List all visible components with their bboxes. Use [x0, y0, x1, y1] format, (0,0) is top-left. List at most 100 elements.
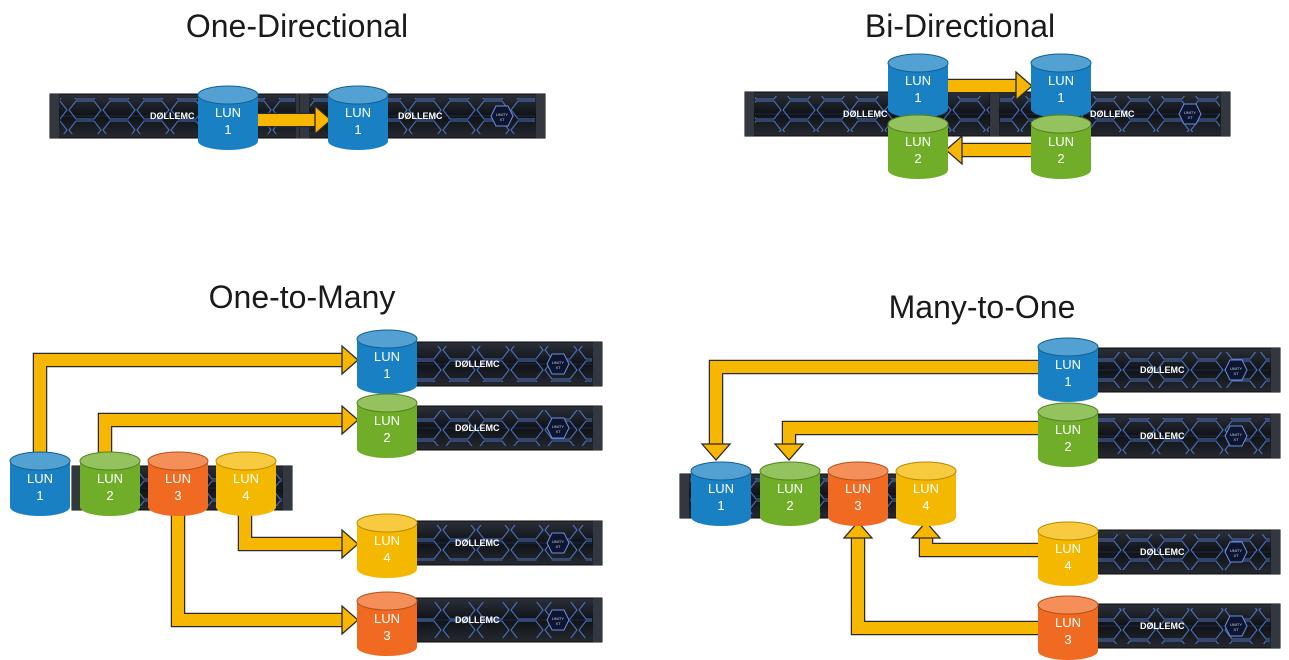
lun-otm-source-4: LUN 4 — [215, 451, 277, 516]
dell-emc-logo: DØLLEMC — [1140, 621, 1185, 631]
lun-mto-target-4: LUN 4 — [895, 461, 957, 526]
svg-text:XT: XT — [1233, 437, 1239, 442]
lun-label: LUN — [913, 481, 939, 496]
arrow-otm-lun1 — [32, 344, 359, 458]
svg-text:XT: XT — [1233, 553, 1239, 558]
lun-number: 1 — [383, 366, 390, 381]
dell-emc-logo: DØLLEMC — [843, 109, 888, 119]
lun-label: LUN — [374, 611, 400, 626]
svg-text:XT: XT — [555, 429, 561, 434]
lun-otm-target-4: LUN 4 — [356, 513, 418, 578]
lun-number: 1 — [717, 498, 724, 513]
lun-cylinders-group: LUN1LUN1LUN1LUN2LUN1LUN2LUN1LUN2LUN3LUN4… — [9, 53, 1099, 660]
svg-text:XT: XT — [499, 117, 505, 122]
lun-number: 4 — [922, 498, 929, 513]
lun-number: 3 — [383, 628, 390, 643]
lun-number: 1 — [1057, 90, 1064, 105]
title-many-to-one: Many-to-One — [889, 289, 1076, 325]
lun-label: LUN — [233, 471, 259, 486]
lun-number: 2 — [786, 498, 793, 513]
lun-1d-target-1: LUN 1 — [327, 85, 389, 150]
lun-number: 4 — [242, 488, 249, 503]
dell-emc-logo: DØLLEMC — [455, 538, 500, 548]
lun-number: 1 — [914, 90, 921, 105]
lun-label: LUN — [374, 349, 400, 364]
lun-label: LUN — [374, 533, 400, 548]
lun-number: 3 — [1064, 632, 1071, 647]
lun-label: LUN — [1055, 357, 1081, 372]
svg-text:UNITY: UNITY — [552, 424, 564, 429]
lun-number: 1 — [354, 122, 361, 137]
lun-mto-source-4: LUN 4 — [1037, 521, 1099, 586]
dell-emc-logo: DØLLEMC — [150, 111, 195, 121]
arrow-mto-lun2 — [773, 420, 1040, 461]
lun-bd-left-2: LUN 2 — [887, 114, 949, 179]
lun-number: 4 — [1064, 558, 1071, 573]
svg-text:UNITY: UNITY — [552, 360, 564, 365]
lun-mto-source-1: LUN 1 — [1037, 337, 1099, 402]
lun-number: 2 — [914, 151, 921, 166]
lun-label: LUN — [1048, 134, 1074, 149]
lun-mto-source-3: LUN 3 — [1037, 595, 1099, 660]
dell-emc-logo: DØLLEMC — [1140, 547, 1185, 557]
lun-otm-target-1: LUN 1 — [356, 329, 418, 394]
svg-text:XT: XT — [1233, 627, 1239, 632]
lun-label: LUN — [215, 105, 241, 120]
lun-label: LUN — [345, 105, 371, 120]
dell-emc-logo: DØLLEMC — [1140, 365, 1185, 375]
arrow-mto-lun1 — [700, 359, 1040, 461]
lun-label: LUN — [708, 481, 734, 496]
svg-text:XT: XT — [555, 621, 561, 626]
lun-mto-target-1: LUN 1 — [690, 461, 752, 526]
title-bi-directional: Bi-Directional — [865, 8, 1055, 44]
lun-otm-target-3: LUN 3 — [356, 591, 418, 656]
lun-number: 1 — [1064, 374, 1071, 389]
svg-text:UNITY: UNITY — [552, 616, 564, 621]
lun-label: LUN — [905, 134, 931, 149]
arrow-bd-lun2 — [945, 134, 1031, 166]
title-one-directional: One-Directional — [186, 8, 408, 44]
svg-text:UNITY: UNITY — [1230, 548, 1242, 553]
dell-emc-logo: DØLLEMC — [1090, 109, 1135, 119]
svg-text:UNITY: UNITY — [1230, 366, 1242, 371]
svg-text:XT: XT — [1233, 371, 1239, 376]
dell-emc-logo: DØLLEMC — [1140, 431, 1185, 441]
lun-number: 4 — [383, 550, 390, 565]
lun-label: LUN — [374, 413, 400, 428]
svg-text:UNITY: UNITY — [496, 112, 508, 117]
arrow-1d-lun1 — [258, 104, 332, 136]
lun-label: LUN — [165, 471, 191, 486]
arrow-mto-lun4 — [910, 521, 1040, 558]
dell-emc-logo: DØLLEMC — [455, 615, 500, 625]
dell-emc-logo: DØLLEMC — [455, 359, 500, 369]
dell-emc-logo: DØLLEMC — [398, 111, 443, 121]
lun-label: LUN — [1055, 615, 1081, 630]
arrow-otm-lun3 — [170, 512, 359, 636]
server-bd-left: DØLLEMC — [744, 91, 1004, 137]
svg-text:UNITY: UNITY — [1230, 432, 1242, 437]
lun-label: LUN — [1055, 541, 1081, 556]
lun-label: LUN — [1055, 422, 1081, 437]
lun-label: LUN — [1048, 73, 1074, 88]
